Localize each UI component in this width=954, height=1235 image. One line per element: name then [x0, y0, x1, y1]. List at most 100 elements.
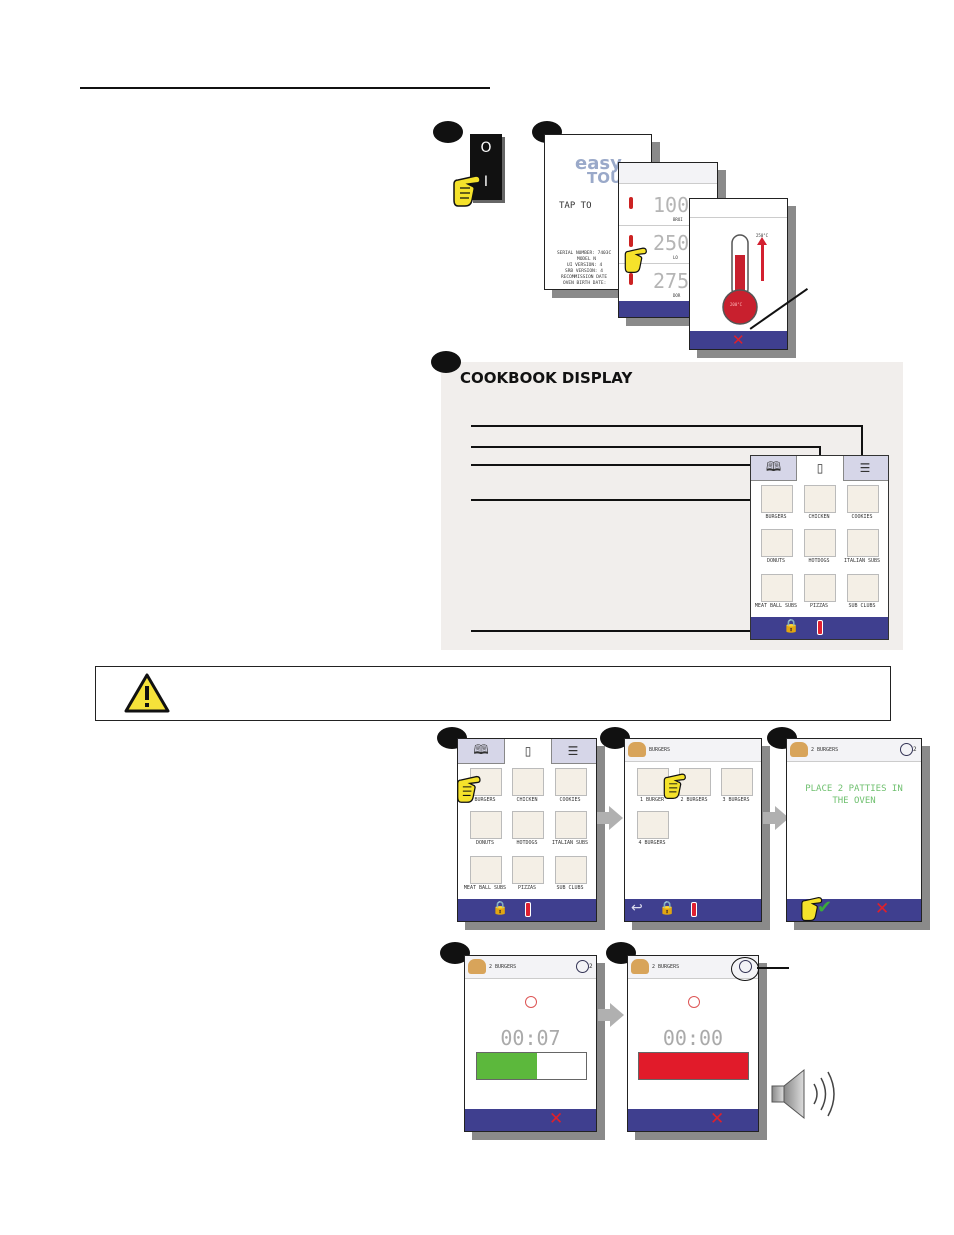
temp-value: 275 [653, 269, 690, 293]
callout-line [471, 446, 820, 448]
category-icon[interactable] [761, 485, 793, 513]
option-label: 2 BURGERS [680, 797, 708, 803]
progress-fill [477, 1053, 537, 1079]
thermometer-icon [629, 197, 633, 209]
screen-bottom-bar: 🔒 [751, 617, 888, 639]
tab-recipe[interactable]: ▯ [504, 739, 552, 764]
category-icon[interactable] [847, 485, 879, 513]
lock-icon[interactable]: 🔒 [783, 619, 800, 634]
pointing-hand-icon [624, 247, 647, 273]
category-icon[interactable] [847, 529, 879, 557]
category-label: MEAT BALL SUBS [754, 603, 798, 609]
tab-cookbook[interactable]: 🕮 [473, 743, 489, 758]
category-icon[interactable] [512, 768, 544, 796]
tab-recipe[interactable]: ▯ [796, 456, 844, 481]
header-title: 2 BURGERS [811, 747, 839, 753]
preheat-screen: 200°C 250°C ✕ [689, 198, 788, 350]
thermometer-icon[interactable] [525, 902, 531, 917]
category-icon[interactable] [761, 529, 793, 557]
tab-list[interactable]: ☰ [567, 744, 579, 758]
screen-header: BURGERS [625, 739, 761, 762]
callout-line [471, 630, 817, 632]
option-label: 4 BURGERS [638, 840, 666, 846]
switch-on-mark: O [480, 140, 492, 156]
category-icon[interactable] [804, 574, 836, 602]
section-rule [80, 87, 490, 89]
category-label: MEAT BALL SUBS [463, 885, 507, 891]
stage-count: 2 [589, 963, 593, 970]
flow-arrow-head [775, 806, 789, 830]
warning-icon [124, 673, 170, 713]
category-icon[interactable] [804, 485, 836, 513]
header-title: 2 BURGERS [489, 964, 517, 970]
category-icon[interactable] [470, 856, 502, 884]
temp-row[interactable]: 275 DOR [619, 263, 717, 299]
burger-icon [631, 959, 649, 974]
option-icon[interactable] [721, 768, 753, 796]
temp-caption: BROI [673, 217, 683, 222]
callout-line [471, 464, 764, 466]
progress-fill [639, 1053, 748, 1079]
burger-icon [790, 742, 808, 757]
recipe-options-screen: BURGERS 1 BURGER 2 BURGERS 3 BURGERS 4 B… [624, 738, 762, 922]
category-label: HOTDOGS [808, 558, 830, 564]
thermometer-icon[interactable] [817, 620, 823, 635]
option-icon[interactable] [637, 811, 669, 839]
screen-bottom-bar: ✕ [465, 1109, 596, 1131]
cancel-icon[interactable]: ✕ [710, 1109, 725, 1129]
info-line: SRB VERSION: 4 [565, 269, 603, 274]
lock-icon[interactable]: 🔒 [492, 901, 509, 916]
splash-logo-line1: easy [575, 153, 622, 174]
header-title: 2 BURGERS [652, 964, 680, 970]
cancel-icon[interactable]: ✕ [549, 1109, 564, 1129]
timer-value: 00:00 [662, 1026, 724, 1050]
progress-bar [476, 1052, 587, 1080]
temp-row[interactable]: 100 BROI [619, 187, 717, 226]
timer-screen-done: 2 BURGERS 00:00 ✕ [627, 955, 759, 1132]
category-icon[interactable] [761, 574, 793, 602]
screen-header: 2 BURGERS 2 [465, 956, 596, 979]
rising-arrow-head [757, 237, 767, 245]
thermometer-icon [722, 234, 758, 325]
category-icon[interactable] [470, 811, 502, 839]
pointing-hand-icon [453, 175, 481, 207]
callout-line [861, 425, 863, 457]
info-line: RECOMMISSION DATE [561, 275, 608, 280]
category-label: COOKIES [851, 514, 873, 520]
cancel-icon[interactable]: ✕ [732, 331, 745, 349]
category-icon[interactable] [512, 856, 544, 884]
callout-line [471, 499, 766, 501]
pointing-hand-icon [663, 773, 686, 799]
screen-header: 2 BURGERS 2 [787, 739, 921, 762]
target-temp: 250°C [756, 233, 769, 238]
stage-icon [900, 743, 913, 756]
category-icon[interactable] [512, 811, 544, 839]
tab-cookbook[interactable]: 🕮 [765, 460, 782, 475]
screen-header: 2 BURGERS [628, 956, 758, 979]
temp-value: 250 [653, 231, 690, 255]
stage-count: 2 [913, 746, 917, 753]
power-switch[interactable]: O I [470, 134, 502, 200]
category-icon[interactable] [847, 574, 879, 602]
category-icon[interactable] [555, 768, 587, 796]
category-icon[interactable] [804, 529, 836, 557]
temp-row[interactable]: 250 LO [619, 225, 717, 264]
category-label: SUB CLUBS [848, 603, 876, 609]
back-icon[interactable]: ↩ [631, 900, 643, 916]
speaker-icon [771, 1068, 835, 1120]
cookbook-screen-step: 🕮 ▯ ☰ BURGERS CHICKEN COOKIES DONUTS HOT… [457, 738, 597, 922]
category-label: CHICKEN [808, 514, 830, 520]
info-line: SERIAL NUMBER: 7403C [557, 251, 612, 256]
cookbook-screen: 🕮 ▯ ☰ BURGERS CHICKEN COOKIES DONUTS HOT… [750, 455, 889, 640]
screen-bottom-bar: ✕ [628, 1109, 758, 1131]
timer-value: 00:07 [500, 1026, 561, 1050]
info-line: UI VERSION: 4 [567, 263, 603, 268]
lock-icon[interactable]: 🔒 [659, 901, 676, 916]
option-label: 3 BURGERS [722, 797, 750, 803]
tab-list[interactable]: ☰ [859, 461, 871, 475]
category-icon[interactable] [555, 856, 587, 884]
option-label: 1 BURGER [639, 797, 665, 803]
thermometer-icon[interactable] [691, 902, 697, 917]
category-icon[interactable] [555, 811, 587, 839]
cancel-icon[interactable]: ✕ [875, 899, 890, 919]
